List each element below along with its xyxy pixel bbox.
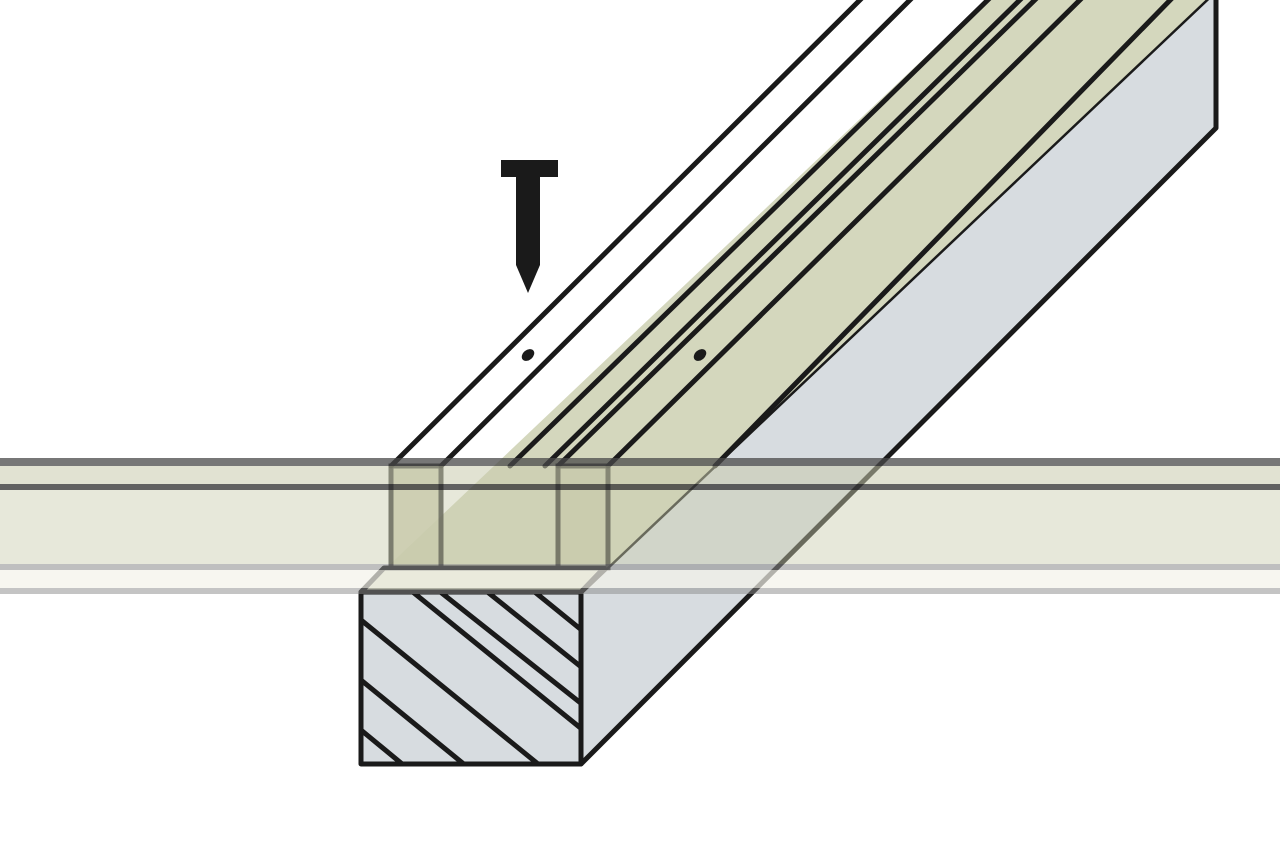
beam-top-lines [388, 0, 1174, 469]
horizontal-batten [0, 458, 1280, 594]
nail-hole-left [521, 349, 535, 361]
nail-hole-right [693, 349, 707, 361]
nail-icon [501, 160, 558, 293]
beam-end-face [358, 589, 584, 767]
nail-holes [521, 349, 707, 361]
beam [358, 0, 1219, 767]
hatch-pattern [361, 592, 581, 764]
